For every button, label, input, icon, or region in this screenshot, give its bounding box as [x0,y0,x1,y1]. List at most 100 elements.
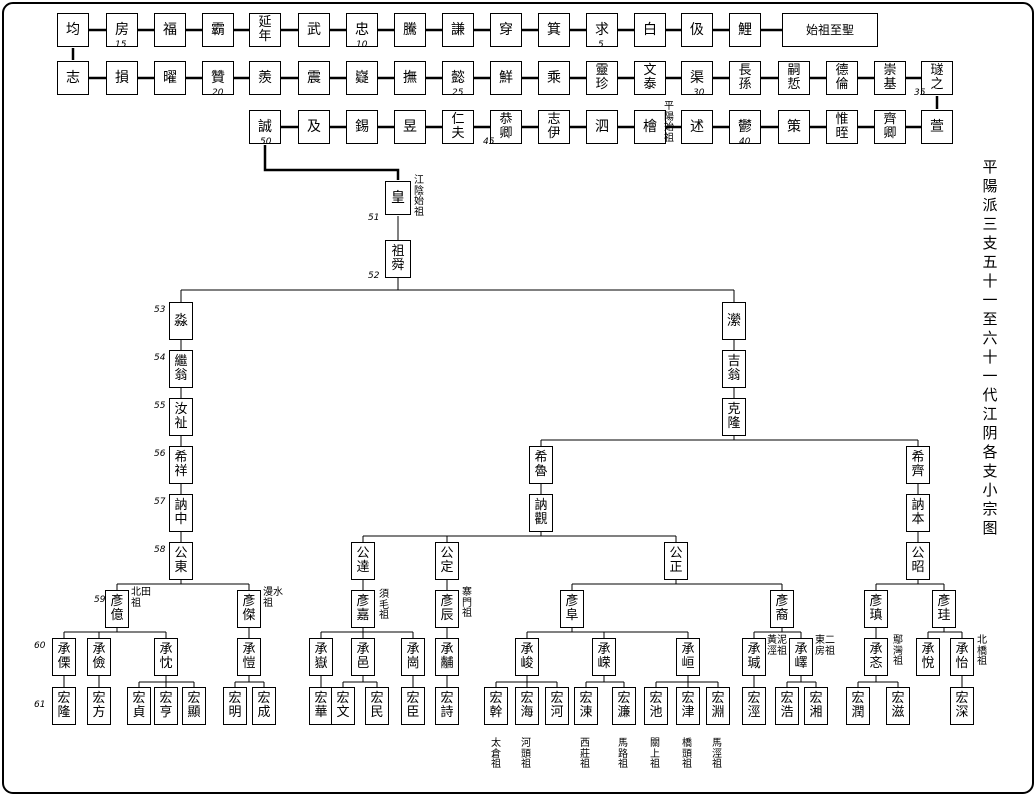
person-node: 宏 海 [515,687,539,725]
person-node: 承 嵘 [592,638,616,676]
person-node: 宏 河 [545,687,569,725]
person-node: 公 正 [664,542,688,580]
branch-label: 漫水祖 [263,587,283,609]
lineage-node: 嗣 悊 [778,61,810,95]
generation-number: 54 [154,353,166,363]
person-node: 宏 明 [223,687,247,725]
person-node: 祖 舜 [385,240,411,278]
generation-number: 51 [368,213,380,223]
person-node: 承 儉 [87,638,111,676]
person-node: 宏 詩 [435,687,459,725]
lineage-node: 長 孫 [729,61,761,95]
person-node: 宏 池 [644,687,668,725]
lineage-node: 萱 [921,110,953,144]
lineage-node: 乘 [538,61,570,95]
lineage-node: 策 [778,110,810,144]
person-node: 克 隆 [722,398,746,436]
branch-label: 平陽始祖 [664,101,674,144]
person-node: 希 祥 [169,446,193,484]
person-node: 宏 浩 [775,687,799,725]
lineage-node: 箕 [538,13,570,47]
person-node: 希 齊 [906,446,930,484]
person-node: 承 愷 [237,638,261,676]
person-node: 訥 本 [906,494,930,532]
person-node: 承 峻 [515,638,539,676]
person-node: 承 邑 [351,638,375,676]
branch-label: 鄢灣祖 [893,635,903,667]
person-node: 承 瑊 [742,638,766,676]
seq-number: 40 [739,137,751,147]
person-node: 承 嶽 [309,638,333,676]
lineage-node: 懿 [442,61,474,95]
person-node: 皇 [385,181,411,215]
lineage-node: 齊 卿 [874,110,906,144]
person-node: 宏 臣 [401,687,425,725]
person-node: 彥 億 [105,590,129,628]
seq-number: 10 [356,40,368,50]
lineage-node: 武 [298,13,330,47]
lineage-node: 穿 [490,13,522,47]
lineage-node: 震 [298,61,330,95]
lineage-node: 昱 [394,110,426,144]
person-node: 承 黼 [435,638,459,676]
branch-label: 河頭祖 [521,738,531,770]
lineage-node: 鯉 [729,13,761,47]
lineage-node: 渠 [681,61,713,95]
person-node: 彥 傑 [237,590,261,628]
person-node: 公 東 [169,542,193,580]
lineage-node: 錫 [346,110,378,144]
person-node: 彥 嘉 [351,590,375,628]
lineage-node: 靈 珍 [586,61,618,95]
lineage-node: 嶷 [346,61,378,95]
person-node: 宏 方 [87,687,111,725]
person-node: 宏 幹 [484,687,508,725]
lineage-node: 撫 [394,61,426,95]
lineage-node: 忠 [346,13,378,47]
person-node: 宏 淵 [706,687,730,725]
generation-number: 59 [94,595,106,605]
person-node: 宏 華 [309,687,333,725]
person-node: 彥 辰 [435,590,459,628]
lineage-node: 德 倫 [826,61,858,95]
founder-node: 始祖至聖 [782,13,878,47]
lineage-node: 白 [634,13,666,47]
branch-label: 西莊祖 [580,738,590,770]
generation-number: 60 [34,641,46,651]
branch-label: 馬路祖 [618,738,628,770]
person-node: 訥 中 [169,494,193,532]
person-node: 宏 文 [331,687,355,725]
person-node: 宏 隆 [52,687,76,725]
person-node: 公 定 [435,542,459,580]
branch-label: 北橋祖 [977,635,987,667]
lineage-node: 仁 夫 [442,110,474,144]
generation-number: 55 [154,401,166,411]
branch-label: 馬涇祖 [712,738,722,770]
person-node: 宏 涇 [742,687,766,725]
lineage-node: 惟 晊 [826,110,858,144]
lineage-node: 福 [154,13,186,47]
lineage-node: 伋 [681,13,713,47]
branch-label: 橋頭祖 [682,738,692,770]
lineage-node: 延 年 [249,13,281,47]
person-node: 公 達 [351,542,375,580]
person-node: 汝 祉 [169,398,193,436]
person-node: 繼 翁 [169,350,193,388]
person-node: 承 怡 [950,638,974,676]
generation-number: 57 [154,497,166,507]
seq-number: 5 [598,40,604,50]
branch-label: 江陰始祖 [414,175,424,218]
lineage-node: 鬱 [729,110,761,144]
generation-number: 61 [34,700,46,710]
side-title: 平陽派三支 五十一至六十一代 江阴各支小宗图 [982,158,1013,537]
person-node: 宏 顯 [182,687,206,725]
person-node: 承 悅 [916,638,940,676]
person-node: 宏 滋 [886,687,910,725]
lineage-node: 霸 [202,13,234,47]
person-node: 吉 翁 [722,350,746,388]
generation-number: 58 [154,545,166,555]
person-node: 承 傈 [52,638,76,676]
lineage-node: 損 [106,61,138,95]
person-node: 彥 瑱 [864,590,888,628]
person-node: 彥 裔 [770,590,794,628]
person-node: 承 忞 [864,638,888,676]
